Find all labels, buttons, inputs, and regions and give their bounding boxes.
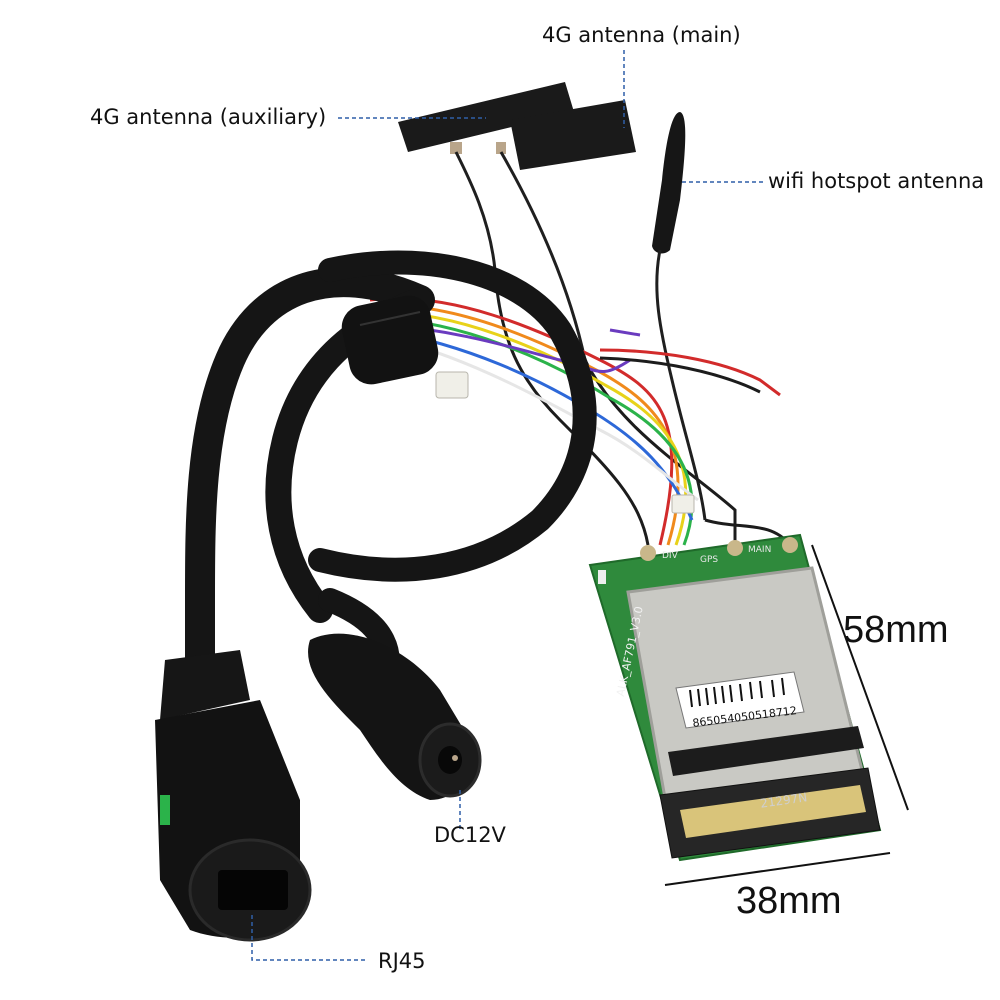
label-rj45: RJ45	[378, 949, 426, 973]
silk-main: MAIN	[748, 545, 771, 555]
label-dc: DC12V	[434, 823, 507, 847]
chip-mark: 21297N	[759, 790, 808, 810]
label-wifi-antenna: wifi hotspot antenna	[768, 169, 984, 193]
rj45-connector	[155, 650, 312, 942]
silk-div: DIV	[662, 551, 679, 561]
antenna-main-flat	[496, 100, 636, 361]
barcode-bars	[689, 677, 785, 708]
dimension-width: 38mm	[736, 880, 842, 922]
wifi-whip-antenna	[652, 112, 707, 521]
jst-connector	[435, 371, 695, 514]
label-antenna-main: 4G antenna (main)	[542, 23, 741, 47]
ferrite-bead	[341, 295, 439, 385]
antenna-aux-flat	[398, 82, 574, 271]
silk-gps: GPS	[700, 555, 718, 565]
dimension-markers	[664, 544, 909, 886]
dc-jack	[308, 633, 482, 800]
pcb-board: 865054050518712 ALK_AF791_V3.0 DIV GPS M…	[588, 533, 882, 862]
leader-lines	[251, 50, 764, 961]
label-antenna-aux: 4G antenna (auxiliary)	[90, 105, 326, 129]
dimension-height: 58mm	[843, 609, 949, 651]
